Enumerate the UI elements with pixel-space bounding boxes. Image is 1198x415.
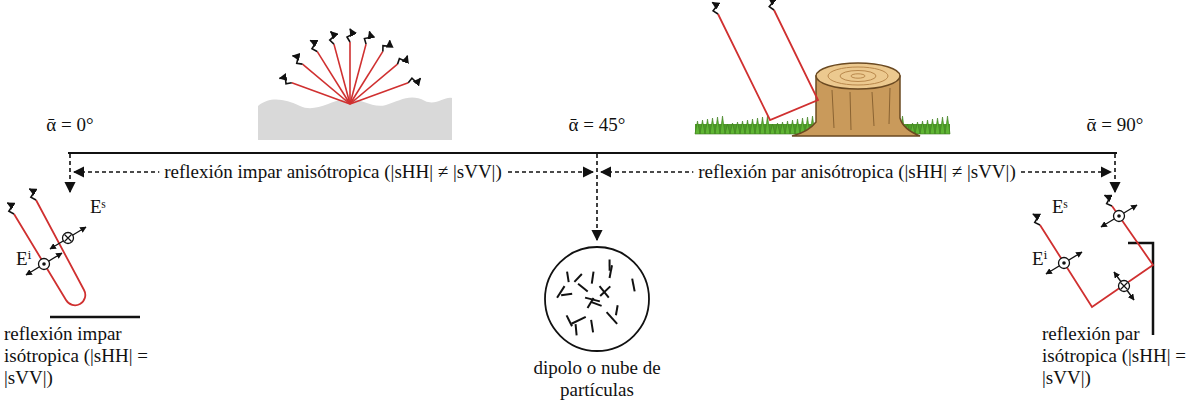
dipole: [591, 302, 602, 306]
wave-symbol: [380, 39, 392, 53]
wave-symbol: [347, 29, 353, 42]
dihedral-ray: [718, 10, 818, 120]
dipole: [591, 320, 593, 332]
scatter-ray: [292, 83, 350, 104]
wave-symbol: [27, 187, 39, 201]
scatter-ray: [350, 51, 383, 104]
particle-cloud: dipolo o nube de partículas: [512, 245, 682, 401]
dipole: [561, 294, 572, 296]
angle-label: ᾱ = 0°: [46, 114, 93, 136]
dipole: [592, 272, 594, 284]
wave-symbols: [5, 0, 1115, 227]
scatter-ray: [303, 64, 350, 104]
scatter-ray: [350, 44, 366, 104]
field-out-symbol: [1046, 252, 1082, 274]
wave-symbol: [328, 31, 337, 45]
field-in-symbol: [1114, 272, 1134, 300]
field-in-symbol: [50, 227, 86, 249]
dipole: [567, 315, 572, 326]
scatter-ray: [350, 83, 408, 104]
alpha-axis: [68, 152, 1117, 154]
scatter-ray: [349, 42, 351, 104]
dipole: [578, 284, 588, 292]
field-out-symbol: [1101, 205, 1137, 227]
wave-symbol: [363, 31, 372, 45]
dipole: [588, 298, 594, 308]
dipole: [600, 286, 610, 296]
dipole: [576, 324, 577, 335]
wave-symbol: [278, 76, 292, 86]
field-label: Eⁱ: [1032, 248, 1047, 270]
range-label: reflexión impar anisótropica (|sHH| ≠ |s…: [159, 161, 506, 183]
scatter-ray: [334, 44, 350, 104]
dipole: [567, 272, 569, 282]
field-label: Eˢ: [90, 196, 106, 218]
case-label: reflexión impar isótropica (|sHH| = |sVV…: [4, 323, 179, 389]
scatter-rays: [278, 29, 421, 104]
rough-surface: [258, 98, 452, 140]
wave-symbol: [5, 201, 17, 215]
wave-symbol: [396, 53, 410, 66]
case-label: reflexión par isótropica (|sHH| = |sVV|): [1042, 323, 1192, 389]
tick-arrows: [70, 154, 1115, 240]
wave-symbol: [1030, 212, 1042, 226]
scatter-ray: [350, 64, 397, 104]
dipole: [632, 279, 635, 292]
dipole: [616, 305, 618, 315]
flat-surface: [50, 316, 140, 319]
wave-symbol: [766, 0, 777, 11]
odd-bounce-ray: [14, 200, 85, 305]
tree-stump: [792, 63, 920, 136]
wave-symbol: [710, 1, 721, 15]
wave-symbol: [308, 39, 320, 53]
range-label: reflexión par anisótropica (|sHH| ≠ |sVV…: [693, 161, 1020, 183]
angle-label: ᾱ = 45°: [569, 114, 626, 136]
angle-label: ᾱ = 90°: [1087, 114, 1144, 136]
field-label: Eˢ: [1052, 196, 1068, 218]
dipole: [557, 286, 564, 298]
dihedral-corner: [1128, 243, 1153, 335]
dipole: [571, 317, 585, 324]
field-label: Eⁱ: [16, 248, 31, 270]
dipole: [574, 274, 581, 282]
dipole: [607, 312, 618, 324]
wave-symbol: [1102, 194, 1114, 208]
wave-symbol: [407, 76, 421, 86]
dipole: [610, 265, 612, 278]
node-caption: dipolo o nube de partículas: [533, 357, 661, 401]
even-bounce-ray: [1040, 206, 1153, 307]
wave-symbol: [291, 53, 305, 66]
circle-outline: [512, 245, 682, 353]
scatter-ray: [317, 51, 350, 104]
